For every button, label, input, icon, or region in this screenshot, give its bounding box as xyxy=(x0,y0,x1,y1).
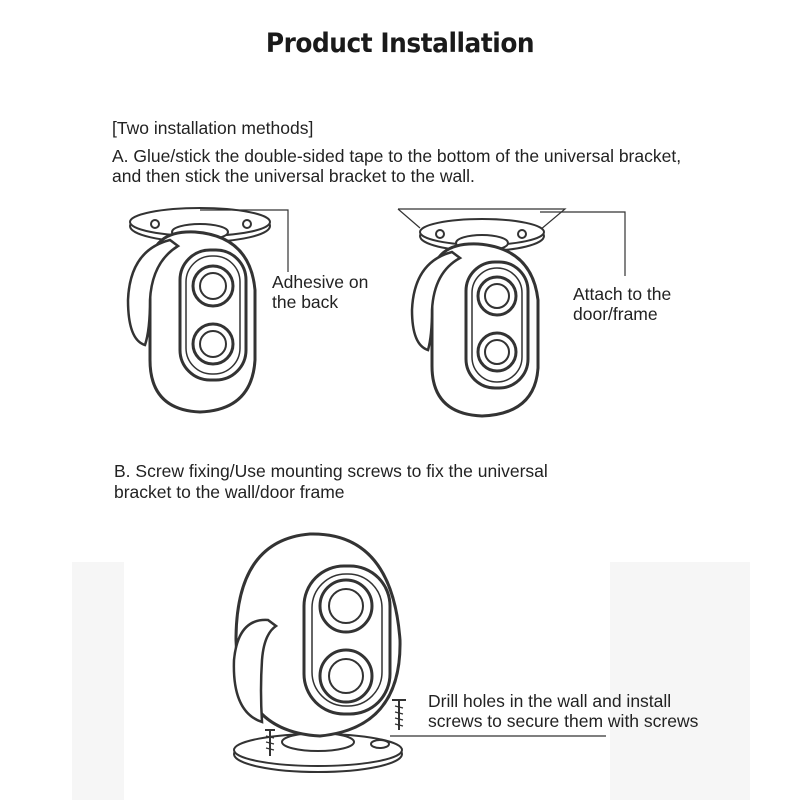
callout-drill: Drill holes in the wall and install scre… xyxy=(428,691,698,731)
callout-adhesive-line2: the back xyxy=(272,292,339,312)
callout-adhesive-line1: Adhesive on xyxy=(272,272,369,292)
callout-attach-line1: Attach to the xyxy=(573,284,672,304)
method-a-text-line1: A. Glue/stick the double-sided tape to t… xyxy=(112,146,682,166)
callout-attach-line2: door/frame xyxy=(573,304,658,324)
installation-methods-heading: [Two installation methods] xyxy=(112,118,314,138)
sensor-illustration-screws xyxy=(232,532,606,773)
callout-drill-line1: Drill holes in the wall and install xyxy=(428,691,672,711)
background-panel-right xyxy=(610,562,750,800)
callout-adhesive: Adhesive on the back xyxy=(272,272,368,312)
background-panel-left xyxy=(72,562,124,800)
callout-drill-line2: screws to secure them with screws xyxy=(428,711,699,731)
sensor-illustration-frame xyxy=(397,208,626,418)
method-a-text-line2: and then stick the universal bracket to … xyxy=(112,166,475,186)
method-b-text-line2: bracket to the wall/door frame xyxy=(114,482,345,502)
callout-attach: Attach to the door/frame xyxy=(573,284,671,324)
page-title: Product Installation xyxy=(265,28,535,59)
method-b-text-line1: B. Screw fixing/Use mounting screws to f… xyxy=(114,461,548,481)
sensor-illustration-adhesive xyxy=(126,207,289,414)
